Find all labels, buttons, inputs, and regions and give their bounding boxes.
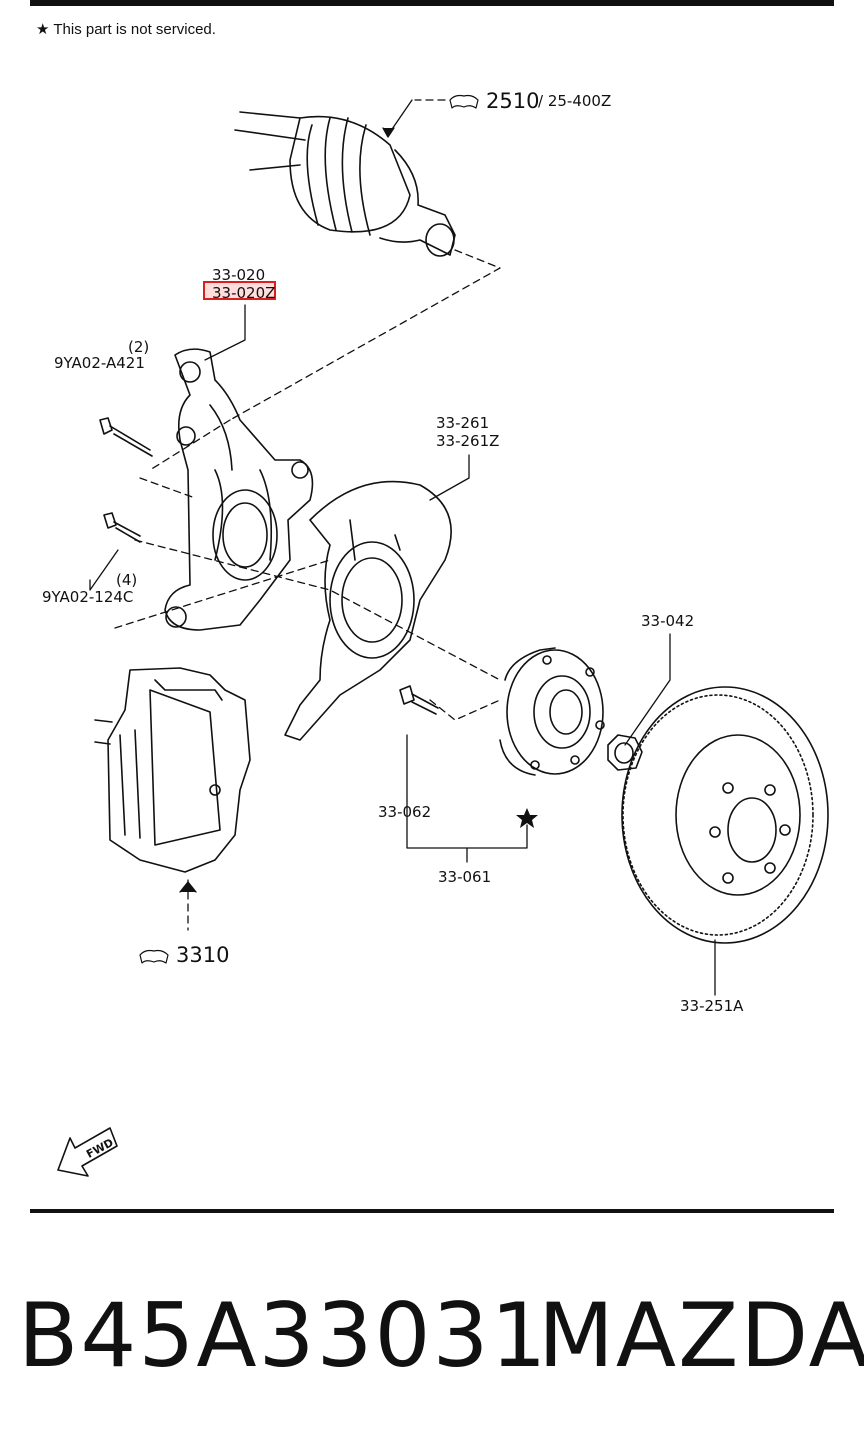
selected-part-highlight[interactable] [203, 281, 276, 300]
label-3310[interactable]: 3310 [176, 943, 230, 967]
star-icon: ★ [36, 21, 50, 38]
steering-knuckle [164, 348, 314, 631]
assembly-lines [114, 99, 501, 931]
service-note: ★ This part is not serviced. [36, 20, 216, 38]
label-33-261[interactable]: 33-261 [436, 414, 490, 432]
reference-book-icon [139, 94, 479, 964]
label-33-062[interactable]: 33-062 [378, 803, 432, 821]
label-33-042[interactable]: 33-042 [641, 612, 695, 630]
not-serviced-marker [516, 808, 538, 828]
label-33-261z[interactable]: 33-261Z [436, 432, 500, 450]
label-33-061[interactable]: 33-061 [438, 868, 492, 886]
label-33-020z[interactable]: 33-020Z [212, 284, 276, 302]
label-2510[interactable]: 2510 [486, 89, 540, 113]
label-9ya02-a421[interactable]: 9YA02-A421 [54, 354, 145, 372]
brake-caliper [94, 667, 251, 873]
bottom-rule [30, 1209, 834, 1213]
top-rule [30, 0, 834, 6]
wheel-hub [499, 647, 605, 776]
fwd-arrow-icon: FWD [57, 1127, 118, 1177]
label-qty-2: (2) [128, 338, 150, 356]
knuckle-bolts [99, 417, 153, 543]
part-number: B45A33031 [18, 1284, 549, 1387]
service-note-text: This part is not serviced. [53, 21, 216, 38]
brake-disc [621, 686, 829, 944]
hub-bolt [399, 685, 439, 715]
hub-nut [607, 734, 643, 771]
exploded-parts-diagram: FWD [57, 94, 829, 1177]
label-33-251a[interactable]: 33-251A [680, 997, 744, 1015]
label-qty-4: (4) [116, 571, 138, 589]
dust-shield [284, 480, 452, 741]
drive-shaft [234, 111, 456, 257]
brand-name: MAZDA [538, 1284, 864, 1387]
label-9ya02-124c[interactable]: 9YA02-124C [42, 588, 134, 606]
label-33-020[interactable]: 33-020 [212, 266, 266, 284]
label-25-400z[interactable]: / 25-400Z [538, 92, 612, 110]
leader-lines [89, 99, 716, 996]
